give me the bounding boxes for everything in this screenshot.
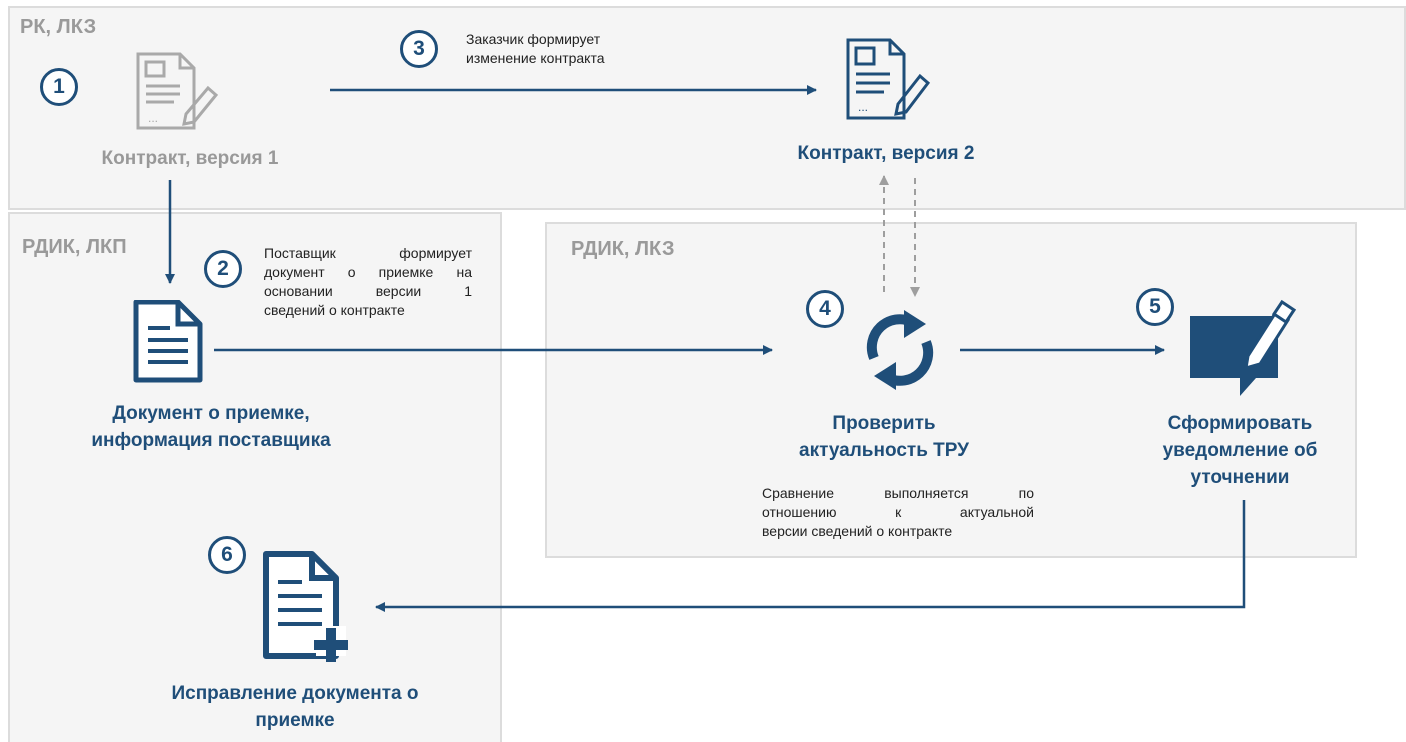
node-label-check-relevance: Проверить актуальность ТРУ	[754, 410, 1014, 464]
zone-title-rk-lkz: РК, ЛКЗ	[20, 16, 97, 38]
message-edit-icon	[1190, 299, 1296, 396]
document-plus-icon	[263, 551, 348, 662]
refresh-cycle-icon	[866, 310, 934, 390]
notification-label-line-3: уточнении	[1190, 467, 1290, 488]
contract-document-icon: ...	[136, 52, 219, 130]
zone-rdik-lkp: РДИК, ЛКП	[8, 212, 502, 742]
correction-label-line-2: приемке	[255, 710, 335, 731]
check-relevance-label-line-1: Проверить	[832, 413, 936, 434]
step-badge-1: 1	[40, 68, 78, 106]
step-4-line-1: Сравнение выполняется по	[762, 485, 1034, 501]
svg-text:...: ...	[858, 100, 868, 114]
arrow-step-5	[375, 500, 1246, 612]
acceptance-doc-label-line-2: информация поставщика	[91, 430, 331, 451]
step-3-line-2: изменение контракта	[466, 50, 605, 66]
zone-rdik-lkz: РДИК, ЛКЗ	[545, 222, 1357, 558]
step-2-line-1: Поставщик формирует	[264, 245, 472, 261]
notification-label-line-1: Сформировать	[1167, 413, 1313, 434]
step-badge-5: 5	[1136, 288, 1174, 326]
node-label-contract-v1: Контракт, версия 1	[101, 148, 279, 169]
node-label-acceptance-document: Документ о приемке, информация поставщик…	[46, 400, 376, 454]
svg-text:...: ...	[148, 111, 158, 125]
step-4-line-2: отношению к актуальной	[762, 504, 1034, 520]
step-4-description: Сравнение выполняется по отношению к акт…	[762, 484, 1034, 541]
step-badge-6: 6	[208, 536, 246, 574]
step-4-line-3: версии сведений о контракте	[762, 523, 953, 539]
step-2-line-2: документ о приемке на	[264, 264, 472, 280]
zone-title-rdik-lkz: РДИК, ЛКЗ	[571, 238, 675, 260]
step-3-description: Заказчик формирует изменение контракта	[466, 30, 666, 68]
step-2-line-4: сведений о контракте	[264, 302, 405, 318]
zone-rk-lkz: РК, ЛКЗ	[8, 6, 1406, 210]
step-badge-3: 3	[400, 30, 438, 68]
notification-label-line-2: уведомление об	[1162, 440, 1318, 461]
step-2-line-3: основании версии 1	[264, 283, 472, 299]
step-badge-2: 2	[204, 250, 242, 288]
zone-title-rdik-lkp: РДИК, ЛКП	[22, 236, 127, 258]
node-label-correction: Исправление документа о приемке	[110, 680, 480, 734]
check-relevance-label-line-2: актуальность ТРУ	[799, 440, 969, 461]
correction-label-line-1: Исправление документа о	[171, 683, 419, 704]
acceptance-doc-label-line-1: Документ о приемке,	[112, 403, 310, 424]
node-label-contract-v2: Контракт, версия 2	[797, 143, 975, 164]
node-label-notification: Сформировать уведомление об уточнении	[1120, 410, 1360, 491]
step-badge-4: 4	[806, 290, 844, 328]
contract-document-icon: ...	[846, 38, 931, 120]
step-3-line-1: Заказчик формирует	[466, 31, 601, 47]
step-2-description: Поставщик формирует документ о приемке н…	[264, 244, 472, 320]
document-icon	[133, 300, 203, 383]
